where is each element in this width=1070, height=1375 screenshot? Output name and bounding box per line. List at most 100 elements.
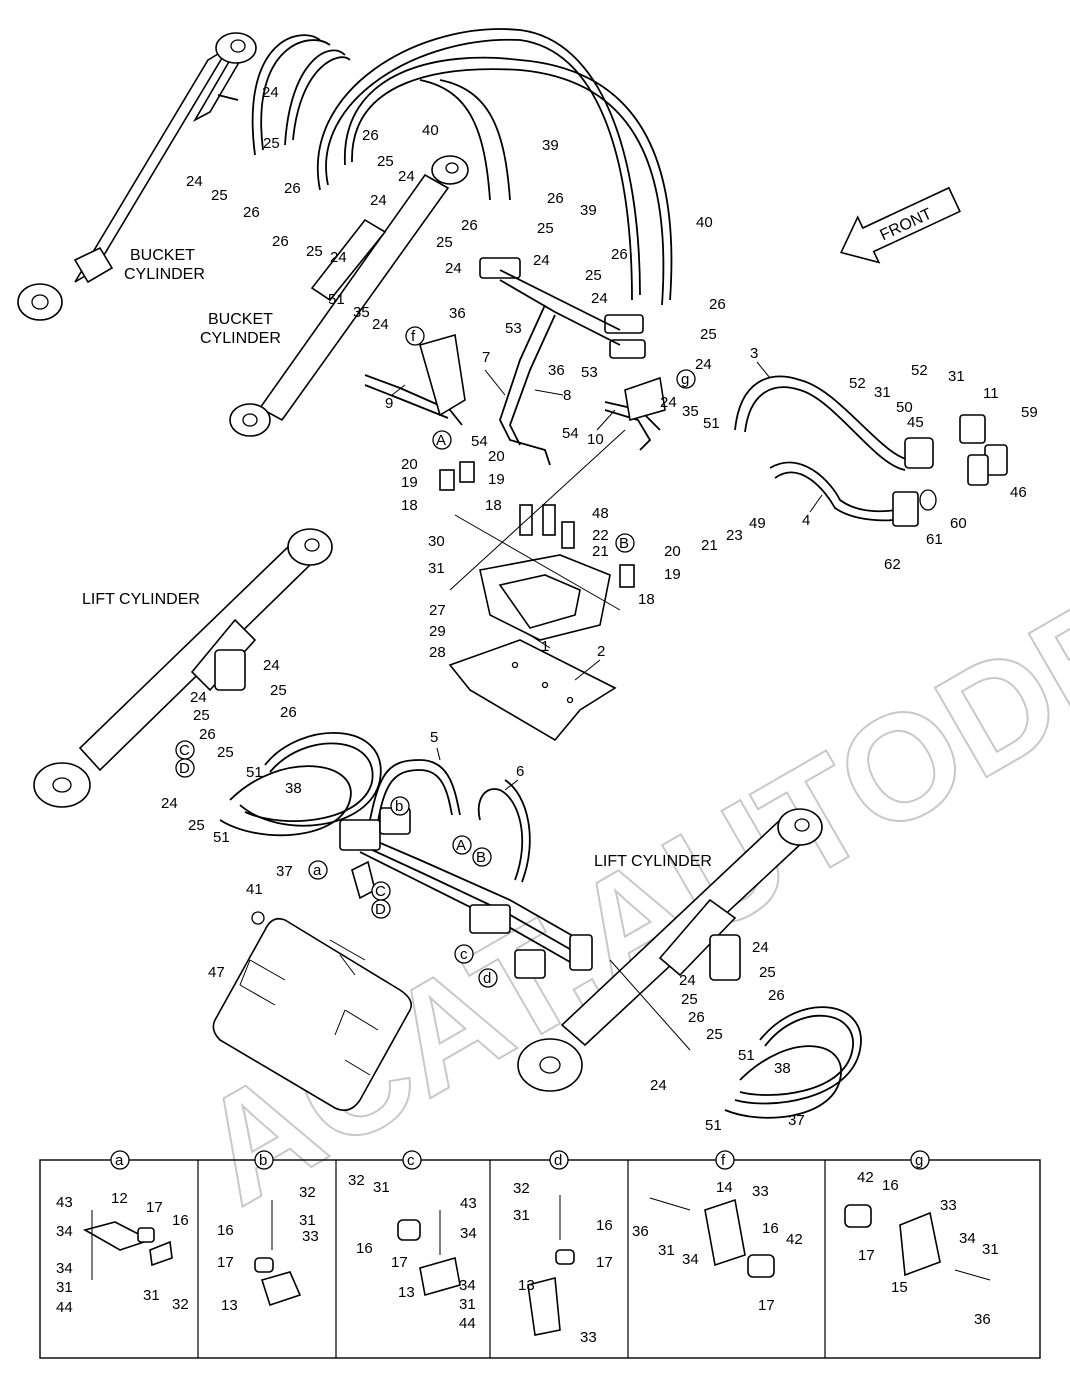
panel-f-n7: 17	[758, 1297, 775, 1314]
part-52a: 52	[849, 375, 866, 392]
panel-c-key: c	[407, 1152, 415, 1169]
panel-g-n1: 16	[882, 1177, 899, 1194]
part-25-12: 25	[188, 817, 205, 834]
panel-b-n1: 31	[299, 1212, 316, 1229]
panel-b-n0: 32	[299, 1184, 316, 1201]
part-46: 46	[1010, 484, 1027, 501]
mounting-plate	[448, 639, 617, 742]
part-24-16: 24	[679, 972, 696, 989]
part-3: 3	[750, 345, 758, 362]
part-24-9: 24	[372, 316, 389, 333]
part-10: 10	[587, 431, 604, 448]
control-valve	[439, 461, 635, 641]
part-26-5: 26	[461, 217, 478, 234]
part-54a: 54	[471, 433, 488, 450]
part-26-10: 26	[199, 726, 216, 743]
part-1: 1	[541, 638, 549, 655]
panel-c-n2: 43	[460, 1195, 477, 1212]
part-37b: 37	[788, 1112, 805, 1129]
panel-d-n0: 32	[513, 1180, 530, 1197]
part-25-15: 25	[706, 1026, 723, 1043]
part-24-17: 24	[650, 1077, 667, 1094]
part-51a: 51	[328, 291, 345, 308]
part-24-3: 24	[398, 168, 415, 185]
part-25-8: 25	[700, 326, 717, 343]
part-25-4: 25	[306, 243, 323, 260]
callout-C-left: C	[179, 742, 190, 759]
panel-a-n8: 31	[143, 1287, 160, 1304]
part-31b: 31	[874, 384, 891, 401]
callout-D-lower: D	[375, 901, 386, 918]
part-28: 28	[429, 644, 446, 661]
callout-A-lower: A	[456, 837, 466, 854]
part-26-3: 26	[362, 127, 379, 144]
part-50: 50	[896, 399, 913, 416]
panel-f-n6: 42	[786, 1231, 803, 1248]
detail-panel-g: g 42 16 33 17 15 34 31 36	[844, 1150, 999, 1328]
part-51f: 51	[738, 1047, 755, 1064]
part-47: 47	[208, 964, 225, 981]
bucket-cylinder-2	[229, 155, 469, 437]
part-38b: 38	[774, 1060, 791, 1077]
part-24-7: 24	[445, 260, 462, 277]
lift-cylinder-1-label: LIFT CYLINDER	[82, 591, 200, 608]
part-40a: 40	[422, 122, 439, 139]
part-5: 5	[430, 729, 438, 746]
part-26-6: 26	[547, 190, 564, 207]
panel-c-n0: 32	[348, 1172, 365, 1189]
panel-c-n6: 13	[398, 1284, 415, 1301]
part-24-12: 24	[263, 657, 280, 674]
hoses-lift-right	[724, 1006, 862, 1119]
part-27: 27	[429, 602, 446, 619]
part-26-8: 26	[709, 296, 726, 313]
part-9: 9	[385, 395, 393, 412]
part-26-1: 26	[284, 180, 301, 197]
part-25-10: 25	[193, 707, 210, 724]
panel-f-n0: 14	[716, 1179, 733, 1196]
callout-C-lower: C	[375, 883, 386, 900]
front-arrow: FRONT	[839, 186, 961, 264]
detail-panel-a: a 43 12 17 16 34 34 31 44 31 32	[56, 1150, 189, 1316]
part-24-10: 24	[695, 356, 712, 373]
part-19a: 19	[401, 474, 418, 491]
part-25-6: 25	[537, 220, 554, 237]
lift-cylinder-1	[33, 528, 333, 808]
panel-g-n6: 31	[982, 1241, 999, 1258]
panel-a-n4: 34	[56, 1223, 73, 1240]
panel-b-key: b	[259, 1152, 267, 1169]
part-24-5: 24	[330, 249, 347, 266]
part-18b: 18	[485, 497, 502, 514]
part-40b: 40	[696, 214, 713, 231]
lift-cylinder-2	[517, 808, 823, 1092]
hoses-lift-left	[219, 732, 382, 837]
panel-g-n0: 42	[857, 1169, 874, 1186]
panel-d-n3: 13	[518, 1277, 535, 1294]
part-26-12: 26	[688, 1009, 705, 1026]
cover-plate-47	[212, 911, 413, 1111]
part-18a: 18	[401, 497, 418, 514]
part-25-9: 25	[270, 682, 287, 699]
part-18c: 18	[638, 591, 655, 608]
detail-panel-d: d 32 31 16 13 17 33	[513, 1150, 613, 1346]
callout-a: a	[313, 862, 322, 879]
part-20b: 20	[488, 448, 505, 465]
panel-f-n4: 34	[682, 1251, 699, 1268]
callout-B-upper: B	[619, 535, 629, 552]
panel-b-n3: 33	[302, 1228, 319, 1245]
part-24-2: 24	[186, 173, 203, 190]
panel-c-n9: 44	[459, 1315, 476, 1332]
lower-manifold	[339, 807, 593, 979]
part-25-13: 25	[759, 964, 776, 981]
manifold-blocks	[479, 257, 646, 466]
part-51e: 51	[705, 1117, 722, 1134]
part-48: 48	[592, 505, 609, 522]
panel-c-n7: 34	[459, 1277, 476, 1294]
part-25-1: 25	[263, 135, 280, 152]
lift-cylinder-2-label: LIFT CYLINDER	[594, 853, 712, 870]
bucket-cylinder-1	[17, 32, 257, 321]
part-49: 49	[749, 515, 766, 532]
panel-b-n4: 17	[217, 1254, 234, 1271]
part-24-1: 24	[262, 84, 279, 101]
panel-f-n2: 36	[632, 1223, 649, 1240]
